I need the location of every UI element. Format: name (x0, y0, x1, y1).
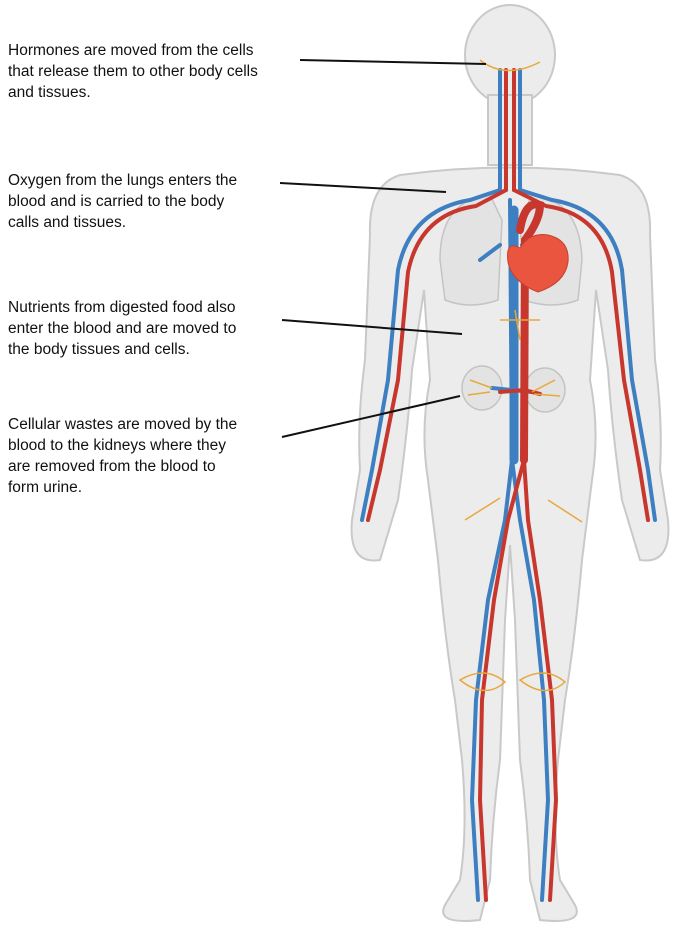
callout-oxygen: Oxygen from the lungs enters the blood a… (8, 172, 238, 231)
heart (507, 234, 569, 293)
kidneys (461, 365, 566, 413)
leader-line-wastes (281, 395, 461, 438)
callout-hormones: Hormones are moved from the cells that r… (8, 42, 258, 101)
leader-line-hormones (299, 59, 487, 65)
leader-line-oxygen (279, 182, 447, 193)
callout-wastes: Cellular wastes are moved by the blood t… (8, 416, 238, 496)
small-vessels (458, 59, 583, 692)
leader-line-nutrients (281, 319, 463, 335)
arteries (366, 68, 650, 902)
callout-nutrients: Nutrients from digested food also enter … (8, 299, 237, 358)
body-silhouette (350, 4, 670, 922)
aorta (516, 200, 545, 464)
leader-lines (279, 59, 487, 438)
